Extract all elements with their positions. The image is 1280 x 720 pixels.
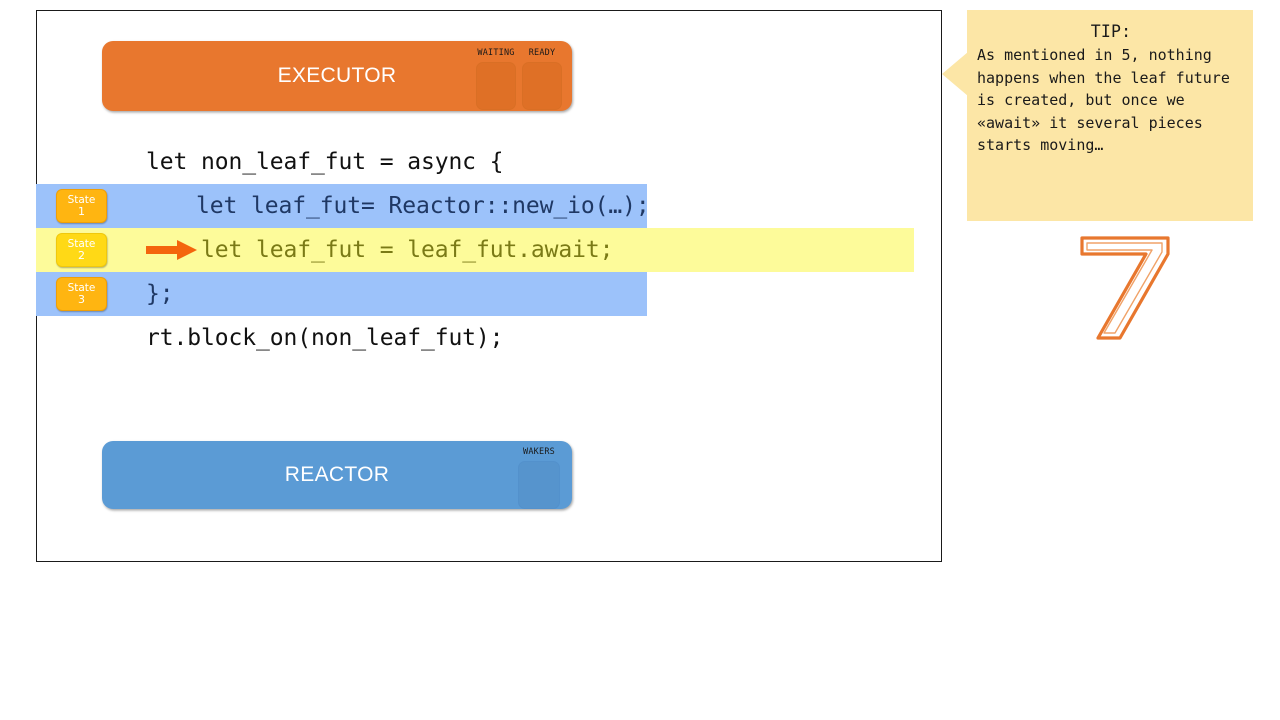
tip-body: As mentioned in 5, nothing happens when … xyxy=(977,46,1239,154)
reactor-slot-group: WAKERS xyxy=(518,441,560,519)
code-row-current: State 2 let leaf_fut = leaf_fut.await; xyxy=(36,228,942,272)
state-badge-label: State xyxy=(67,281,96,294)
code-line-text: }; xyxy=(146,281,174,307)
code-line-text: let non_leaf_fut = async { xyxy=(146,149,504,175)
slide-number-7 xyxy=(1080,236,1170,340)
state-badge-label: State xyxy=(67,193,96,206)
state-badge-1: State 1 xyxy=(56,189,107,223)
state-badge-label: State xyxy=(67,237,96,250)
current-step-arrow-icon xyxy=(146,240,197,260)
code-row: State 1 let leaf_fut= Reactor::new_io(…)… xyxy=(36,184,942,228)
tip-pointer-icon xyxy=(942,52,968,96)
executor-box: EXECUTOR WAITING READY xyxy=(102,41,572,111)
reactor-title: REACTOR xyxy=(284,463,390,486)
state-badge-number: 2 xyxy=(78,248,85,262)
tip-callout: TIP: As mentioned in 5, nothing happens … xyxy=(967,10,1253,221)
code-block: let non_leaf_fut = async { State 1 let l… xyxy=(36,140,942,360)
waiting-slot: WAITING xyxy=(476,48,516,110)
reactor-box: REACTOR WAKERS xyxy=(102,441,572,509)
row-highlight-blue xyxy=(36,272,647,316)
state-badge-2: State 2 xyxy=(56,233,107,267)
waiting-slot-label: WAITING xyxy=(477,48,515,58)
state-badge-3: State 3 xyxy=(56,277,107,311)
code-row: rt.block_on(non_leaf_fut); xyxy=(36,316,942,360)
code-row: State 3 }; xyxy=(36,272,942,316)
ready-slot-label: READY xyxy=(528,48,556,58)
code-line-text: let leaf_fut= Reactor::new_io(…); xyxy=(196,193,650,219)
wakers-slot: WAKERS xyxy=(518,447,560,509)
ready-slot: READY xyxy=(522,48,562,110)
state-badge-number: 3 xyxy=(78,292,85,306)
row-highlight-blue xyxy=(36,184,647,228)
executor-slot-group: WAITING READY xyxy=(476,41,562,121)
code-line-text: let leaf_fut = leaf_fut.await; xyxy=(201,237,614,263)
wakers-slot-label: WAKERS xyxy=(523,447,555,457)
executor-title: EXECUTOR xyxy=(277,64,397,87)
state-badge-number: 1 xyxy=(78,204,85,218)
code-line-text: rt.block_on(non_leaf_fut); xyxy=(146,325,504,351)
tip-title: TIP: xyxy=(1090,22,1132,41)
code-row: let non_leaf_fut = async { xyxy=(36,140,942,184)
